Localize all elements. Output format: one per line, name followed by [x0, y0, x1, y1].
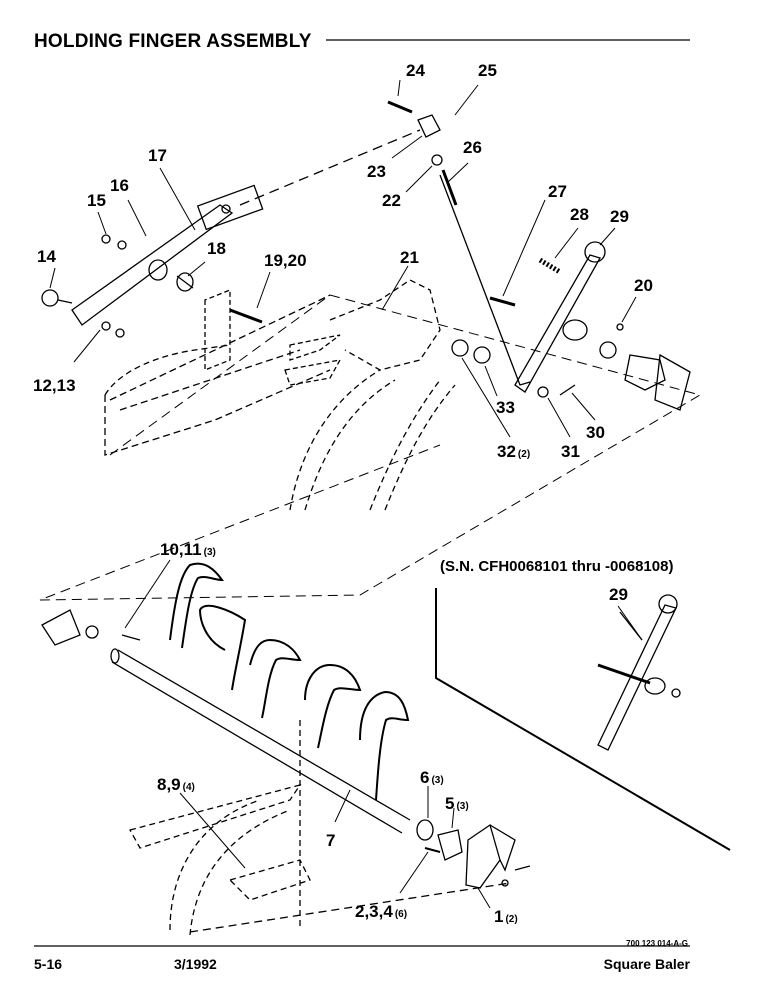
page-number: 5-16	[34, 956, 63, 972]
callout-28: 28	[570, 205, 589, 224]
callout-17: 17	[148, 146, 167, 165]
callout-18: 18	[207, 239, 226, 258]
callout-8-9: 8,9(4)	[157, 775, 195, 794]
page-title: HOLDING FINGER ASSEMBLY	[34, 31, 312, 52]
callout-32: 32(2)	[497, 442, 530, 461]
callout-16: 16	[110, 176, 129, 195]
callout-23: 23	[367, 162, 386, 181]
callout-19-20: 19,20	[264, 251, 307, 270]
upper-assembly-drawing	[39, 100, 702, 601]
variant-note: (S.N. CFH0068101 thru -0068108)	[440, 558, 673, 575]
callout-10-11: 10,11(3)	[160, 540, 216, 559]
callout-1: 1(2)	[494, 907, 518, 926]
callout-21: 21	[400, 248, 419, 267]
callout-2-3-4: 2,3,4(6)	[355, 902, 407, 921]
callout-14: 14	[37, 247, 56, 266]
callout-31: 31	[561, 442, 580, 461]
callout-20: 20	[634, 276, 653, 295]
callout-12-13: 12,13	[33, 376, 76, 395]
callout-29-inset: 29	[609, 585, 628, 604]
callout-6: 6(3)	[420, 768, 444, 787]
lower-assembly-drawing	[41, 562, 531, 936]
callout-5: 5(3)	[445, 794, 469, 813]
callout-22: 22	[382, 191, 401, 210]
callout-15: 15	[87, 191, 106, 210]
variant-inset-drawing	[435, 588, 731, 851]
leader-lines-lower	[124, 559, 643, 909]
callout-24: 24	[406, 61, 425, 80]
drawing-code: 700 123 014-A-G	[626, 939, 688, 948]
leader-lines-upper	[49, 79, 637, 438]
callout-7: 7	[326, 831, 335, 850]
revision-date: 3/1992	[174, 956, 217, 972]
callout-33: 33	[496, 398, 515, 417]
callout-labels: 24 25 23 26 22 17 16 15 18 14 19,20 21 2…	[33, 61, 673, 926]
product-name: Square Baler	[603, 956, 690, 972]
callout-25: 25	[478, 61, 497, 80]
callout-29: 29	[610, 207, 629, 226]
callout-26: 26	[463, 138, 482, 157]
callout-27: 27	[548, 182, 567, 201]
callout-30: 30	[586, 423, 605, 442]
